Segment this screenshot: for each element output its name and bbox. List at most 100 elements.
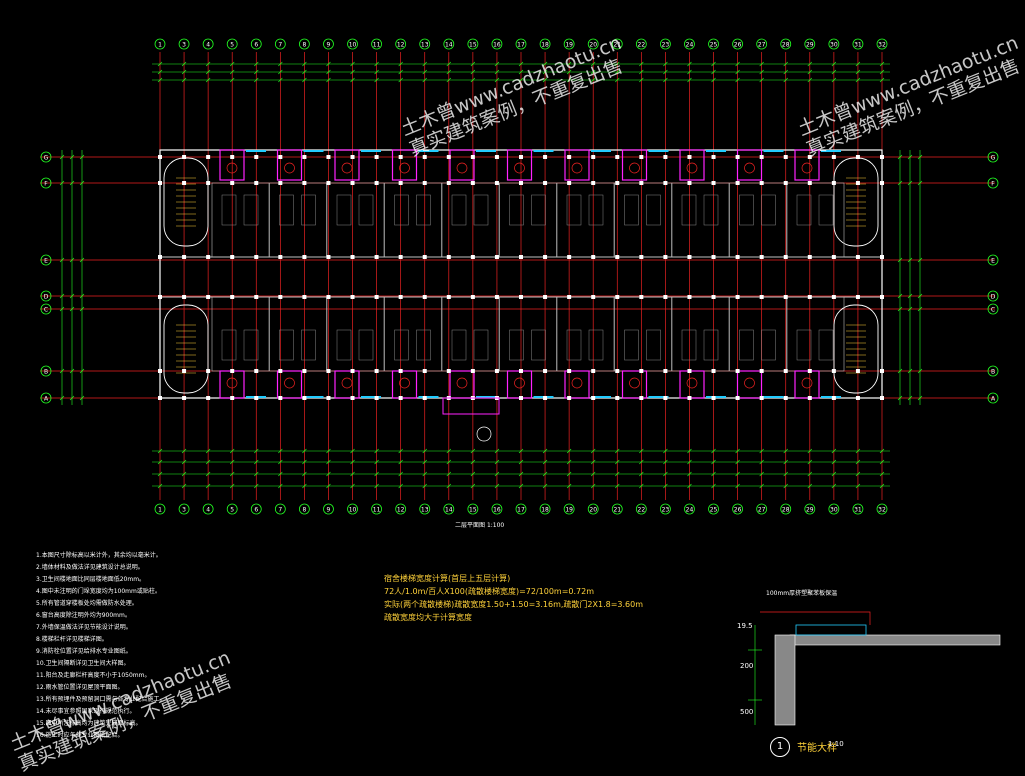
fixture [686,377,698,389]
column [206,369,211,373]
column [158,181,162,185]
detail-dimension-label: 500 [740,708,753,716]
bed [531,329,546,361]
axis-bubble [491,503,503,515]
column [278,181,283,185]
dimension-tick [374,61,379,67]
dimension-tick [917,293,923,299]
column [831,369,836,373]
dimension-tick [663,483,668,489]
axis-bubble [852,38,864,50]
dorm-room-south [499,296,557,372]
bed [646,194,661,226]
dimension-tick [518,77,524,83]
fixture [226,377,238,389]
column [206,255,211,259]
dimension-tick [229,448,235,454]
dimension-tick [897,395,903,401]
axis-label: 10 [349,506,357,513]
bed [243,329,259,361]
bed [221,329,237,361]
column [543,181,548,185]
axis-bubble [708,503,719,515]
dimension-tick [590,61,596,67]
dimension-tick [807,61,813,67]
bed [336,194,352,226]
axis-bubble [660,38,671,50]
column [711,255,716,259]
axis-label: B [991,368,995,375]
axis-label: 30 [830,506,838,513]
dimension-tick [494,483,500,489]
axis-label: 12 [397,41,405,48]
dimension-tick [254,448,259,454]
dimension-tick [350,69,355,75]
axis-bubble [756,503,768,515]
axis-label: 25 [710,41,718,48]
dimension-tick [374,77,379,83]
dimension-tick [855,483,861,489]
dimension-tick [639,77,644,83]
dimension-tick [422,448,427,454]
dimension-tick [735,77,740,83]
axis-bubble [371,503,383,515]
axis-label: 31 [854,41,862,48]
dimension-tick [494,77,500,83]
bed [646,329,661,361]
dimension-tick [350,459,355,465]
dimension-tick [398,61,403,67]
axis-bubble [515,38,527,50]
dimension-tick [229,69,235,75]
dimension-tick [398,483,403,489]
column [831,295,836,299]
bathroom-north [794,149,820,181]
column [831,396,836,400]
bathroom-north [276,149,303,181]
bathroom-north [334,149,360,181]
dimension-tick [542,471,548,477]
dimension-tick [374,69,379,75]
axis-label: 3 [182,41,186,48]
axis-bubble [587,38,599,50]
column [158,295,162,299]
dimension-tick [374,448,379,454]
column [374,295,379,299]
axis-bubble [274,38,286,50]
column [687,295,692,299]
axis-bubble [684,503,695,515]
axis-bubble [987,254,999,266]
column [663,255,668,259]
dimension-tick [470,77,476,83]
dimension-tick [470,459,476,465]
dimension-tick [917,257,923,263]
plan-title: 二层平面图 1:100 [455,522,505,529]
dimension-tick [181,483,187,489]
dimension-tick [59,257,65,263]
column [711,396,716,400]
bed [416,329,431,361]
bed [509,194,524,226]
column [663,181,668,185]
insulation-board [795,624,867,636]
column [711,181,716,185]
column [663,295,668,299]
axis-label: C [991,306,995,313]
bathroom-north [621,149,648,181]
axis-bubble [876,38,888,50]
axis-bubble [226,503,238,515]
column [687,255,692,259]
column [519,369,523,373]
dimension-tick [446,471,452,477]
dimension-tick [711,77,716,83]
column [470,155,475,159]
column [855,396,860,400]
axis-label: 25 [710,506,718,513]
axis-bubble [347,38,358,50]
fixture [801,377,813,389]
axis-bubble [40,254,52,266]
fixture [744,162,755,174]
column [326,181,331,185]
bed [451,194,467,226]
column [206,396,211,400]
